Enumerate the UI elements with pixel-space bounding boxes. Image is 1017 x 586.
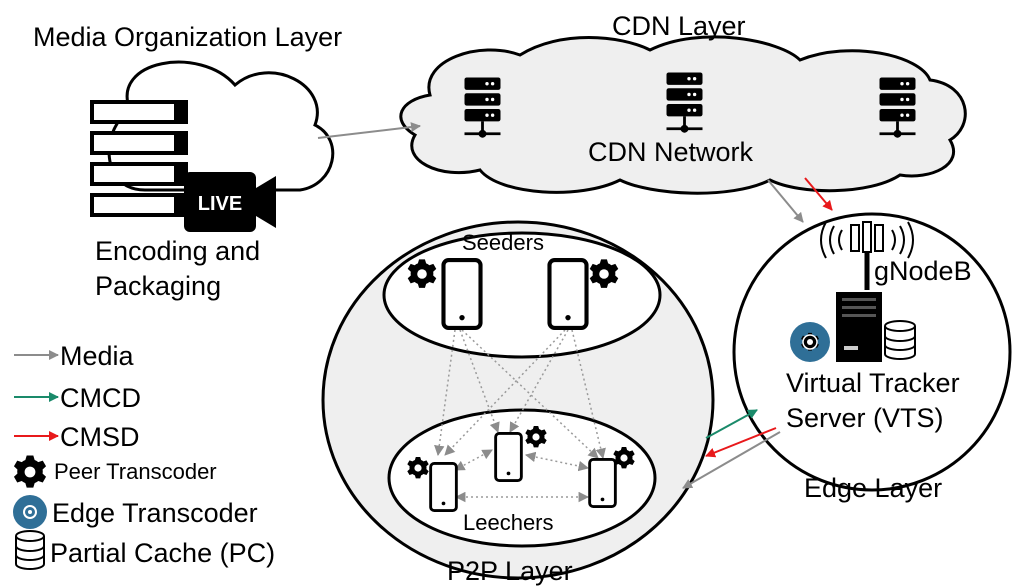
live-camera-icon: LIVE	[184, 172, 276, 232]
legend-partial-cache: Partial Cache (PC)	[15, 530, 275, 570]
partial-cache-icon	[884, 320, 916, 360]
legend: Media CMCD CMSD Peer Transcoder Edge Tra…	[13, 341, 275, 570]
media-flow-arrows	[317, 122, 804, 489]
vts-server-icon	[836, 292, 882, 362]
seeder-phone-icon-2	[549, 260, 586, 328]
legend-cmsd-label: CMSD	[60, 422, 140, 452]
cmsd-arrows	[705, 177, 833, 458]
legend-cmsd: CMSD	[14, 422, 140, 452]
p2p-mesh-links	[434, 329, 606, 503]
vts-label-line2: Server (VTS)	[786, 403, 944, 433]
legend-partial-cache-label: Partial Cache (PC)	[50, 538, 275, 568]
peer-transcoder-legend-icon	[13, 455, 47, 488]
encoding-label-line1: Encoding and	[95, 236, 260, 266]
media-org-layer-label: Media Organization Layer	[33, 22, 342, 52]
partial-cache-legend-icon	[15, 530, 45, 570]
cdn-network-label: CDN Network	[588, 137, 754, 167]
legend-cmcd: CMCD	[14, 383, 141, 413]
leecher-phone-icon-3	[587, 458, 618, 508]
edge-transcoder-icon	[790, 322, 830, 362]
leecher-phone-icon-2	[493, 432, 524, 482]
seeders-label: Seeders	[462, 230, 544, 255]
seeder-phone-icon-1	[443, 260, 480, 328]
gnodeb-antenna-icon	[820, 221, 914, 290]
legend-media: Media	[14, 341, 135, 371]
legend-peer-transcoder-label: Peer Transcoder	[54, 459, 217, 484]
legend-edge-transcoder-label: Edge Transcoder	[52, 498, 258, 528]
legend-media-label: Media	[60, 341, 135, 371]
live-badge: LIVE	[198, 193, 242, 215]
legend-edge-transcoder: Edge Transcoder	[13, 495, 258, 529]
encoding-label-line2: Packaging	[95, 271, 221, 301]
legend-cmcd-label: CMCD	[60, 383, 141, 413]
edge-layer-label: Edge Layer	[804, 473, 942, 503]
p2p-layer-label: P2P Layer	[447, 556, 573, 586]
encoding-server-icon	[90, 100, 188, 217]
vts-label-line1: Virtual Tracker	[786, 368, 960, 398]
legend-peer-transcoder: Peer Transcoder	[13, 455, 217, 488]
leecher-phone-icon-1	[428, 462, 459, 512]
leechers-label: Leechers	[463, 510, 554, 535]
cmcd-arrows	[705, 409, 758, 439]
gnodeb-label: gNodeB	[874, 256, 972, 286]
cdn-layer-label: CDN Layer	[612, 11, 746, 41]
